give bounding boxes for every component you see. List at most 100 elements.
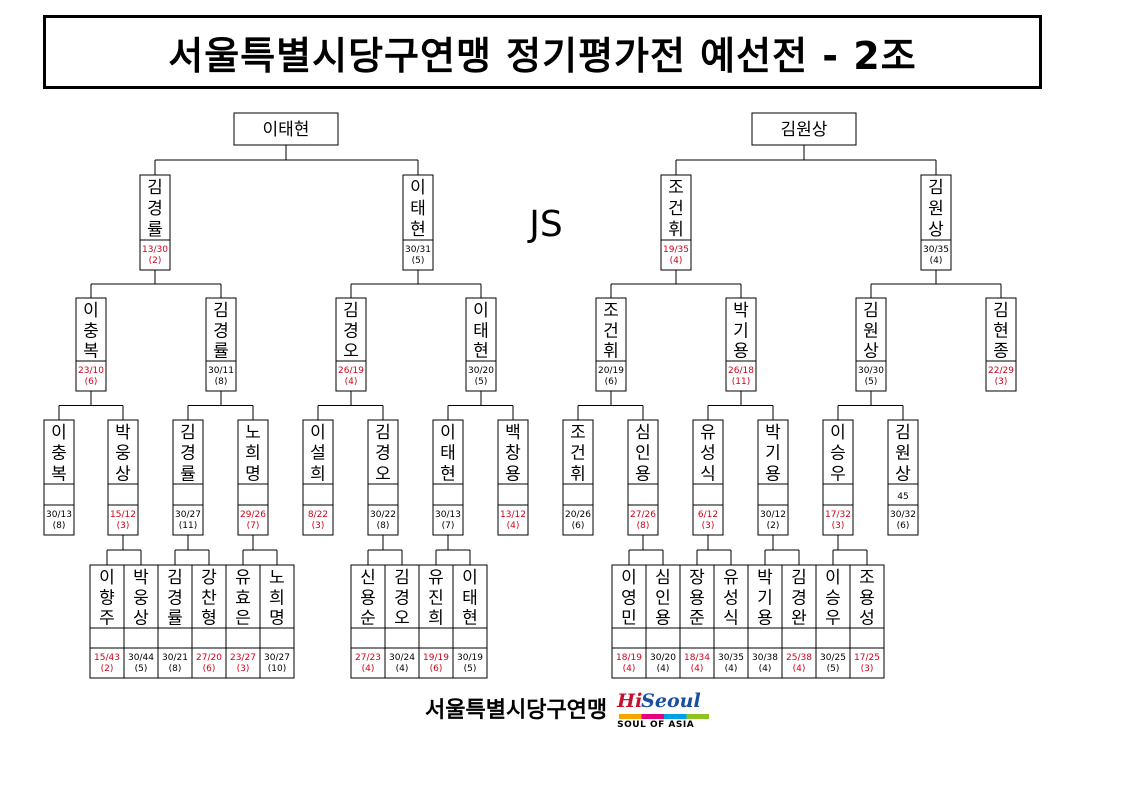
player-inning: (6) — [572, 521, 585, 531]
player-inning: (5) — [464, 664, 477, 674]
player-box — [237, 419, 269, 536]
player-box — [452, 564, 488, 679]
player-inning: (3) — [861, 664, 874, 674]
player-box — [887, 419, 919, 536]
player-score: 17/25 — [854, 653, 880, 663]
js-mark: JS — [527, 204, 562, 245]
player-box — [172, 419, 204, 536]
player-score: 30/13 — [435, 510, 461, 520]
player-score: 20/26 — [565, 510, 591, 520]
player-inning: (8) — [53, 521, 66, 531]
player-box — [849, 564, 885, 679]
player-box — [920, 174, 952, 271]
player-score: 13/30 — [142, 245, 168, 255]
final-winner-box — [233, 112, 339, 146]
player-inning: (5) — [827, 664, 840, 674]
player-box — [205, 297, 237, 392]
player-box — [985, 297, 1017, 392]
player-box — [367, 419, 399, 536]
player-score: 6/12 — [698, 510, 718, 520]
player-score: 8/22 — [308, 510, 328, 520]
player-score: 30/27 — [175, 510, 201, 520]
player-score: 23/27 — [230, 653, 256, 663]
player-score: 19/35 — [663, 245, 689, 255]
player-inning: (4) — [930, 256, 943, 266]
player-inning: (2) — [767, 521, 780, 531]
player-box — [781, 564, 817, 679]
player-box — [822, 419, 854, 536]
player-inning: (11) — [179, 521, 197, 531]
player-score: 17/32 — [825, 510, 851, 520]
player-extra: 45 — [897, 492, 908, 502]
player-inning: (3) — [117, 521, 130, 531]
player-score: 30/19 — [457, 653, 483, 663]
player-score: 30/11 — [208, 366, 234, 376]
player-box — [107, 419, 139, 536]
player-score: 30/22 — [370, 510, 396, 520]
player-score: 30/20 — [650, 653, 676, 663]
player-inning: (6) — [605, 377, 618, 387]
player-inning: (2) — [101, 664, 114, 674]
player-inning: (5) — [865, 377, 878, 387]
player-score: 23/10 — [78, 366, 104, 376]
player-box — [627, 419, 659, 536]
player-score: 30/13 — [46, 510, 72, 520]
logo-subtitle: SOUL OF ASIA — [617, 720, 695, 730]
final-winner-name: 이태현 — [263, 120, 310, 140]
player-box — [123, 564, 159, 679]
player-score: 30/44 — [128, 653, 154, 663]
player-box — [562, 419, 594, 536]
player-score: 30/24 — [389, 653, 415, 663]
player-score: 27/23 — [355, 653, 381, 663]
player-score: 13/12 — [500, 510, 526, 520]
player-inning: (10) — [268, 664, 286, 674]
player-score: 30/31 — [405, 245, 431, 255]
player-inning: (4) — [657, 664, 670, 674]
player-box — [679, 564, 715, 679]
footer-org-name: 서울특별시당구연맹 — [425, 698, 608, 723]
player-score: 30/35 — [718, 653, 744, 663]
player-score: 29/26 — [240, 510, 266, 520]
player-inning: (3) — [312, 521, 325, 531]
